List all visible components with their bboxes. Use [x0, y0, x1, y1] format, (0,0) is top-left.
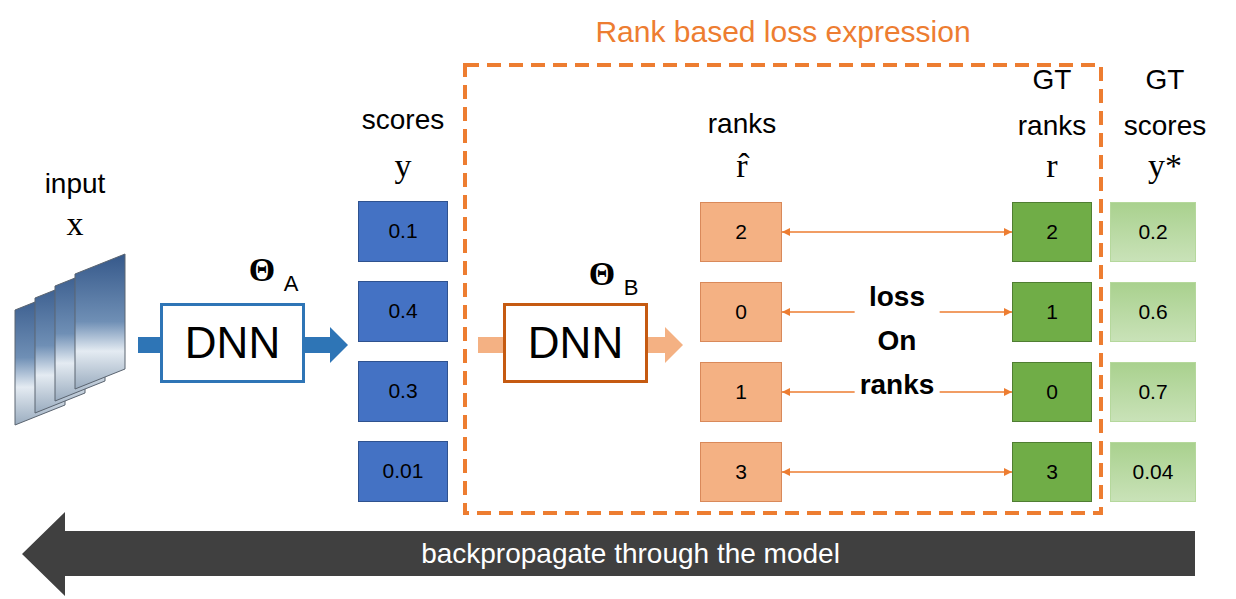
math-symbol: x	[67, 204, 84, 243]
input-image	[75, 254, 125, 389]
dashed-outline	[463, 63, 1103, 515]
rank-value: 1	[735, 380, 747, 404]
rank-box: 2	[700, 202, 782, 262]
column-header: GT ranks	[1018, 57, 1086, 149]
score-value: 0.04	[1133, 460, 1174, 484]
network-name: DNN	[185, 318, 280, 369]
column-header: GT scores	[1124, 57, 1206, 149]
parameter-subscript: B	[624, 275, 639, 300]
backprop-arrow: backpropagate through the model	[20, 512, 1196, 596]
input-label: input	[45, 168, 106, 200]
rank-value: 2	[1046, 220, 1058, 244]
gt-rank-box: 3	[1012, 442, 1092, 502]
gt-rank-box: 1	[1012, 282, 1092, 342]
math-symbol: y	[395, 146, 412, 185]
score-value: 0.7	[1138, 380, 1167, 404]
gt-score-box: 0.2	[1110, 202, 1196, 262]
loss-connector	[782, 471, 1012, 473]
rank-box: 0	[700, 282, 782, 342]
output-arrow	[648, 327, 683, 363]
input-arrow	[138, 337, 160, 353]
loss-region: Rank based loss expressionDNN20132103	[463, 63, 1103, 515]
score-box: 0.3	[358, 361, 448, 422]
loss-label: loss On ranks	[855, 275, 940, 407]
gt-rank-box: 0	[1012, 362, 1092, 422]
math-symbol: r	[1046, 146, 1057, 185]
column-header: scores	[362, 104, 444, 136]
score-value: 0.1	[388, 219, 417, 243]
rank-value: 0	[735, 300, 747, 324]
network-box: DNN	[160, 303, 305, 383]
loss-connector	[782, 231, 1012, 233]
score-value: 0.6	[1138, 300, 1167, 324]
rank-box: 1	[700, 362, 782, 422]
arrow-body	[22, 512, 1195, 596]
arrow-text: backpropagate through the model	[376, 538, 840, 570]
rank-value: 2	[735, 220, 747, 244]
score-box: 0.01	[358, 441, 448, 502]
parameter-subscript: A	[284, 271, 299, 296]
gt-score-box: 0.04	[1110, 442, 1196, 502]
score-value: 0.2	[1138, 220, 1167, 244]
math-symbol: r̂	[736, 146, 747, 185]
score-box: 0.1	[358, 201, 448, 262]
gt-rank-box: 2	[1012, 202, 1092, 262]
output-arrow	[305, 327, 348, 363]
dashed-border	[465, 65, 1101, 513]
score-box: 0.4	[358, 281, 448, 342]
input-image-stack	[15, 254, 125, 425]
column-header: ranks	[708, 108, 776, 140]
gt-score-box: 0.6	[1110, 282, 1196, 342]
rank-value: 1	[1046, 300, 1058, 324]
rank-value: 3	[735, 460, 747, 484]
score-value: 0.4	[388, 299, 417, 323]
network-name: DNN	[528, 318, 623, 369]
parameter-symbol: Θ	[589, 254, 615, 293]
region-heading: Rank based loss expression	[463, 15, 1103, 50]
gt-score-box: 0.7	[1110, 362, 1196, 422]
input-arrow	[478, 337, 503, 353]
network-box: DNN	[503, 303, 648, 383]
math-symbol: y*	[1148, 146, 1182, 185]
parameter-symbol: Θ	[249, 250, 275, 289]
score-value: 0.3	[388, 379, 417, 403]
score-value: 0.01	[383, 459, 424, 483]
rank-box: 3	[700, 442, 782, 502]
rank-value: 3	[1046, 460, 1058, 484]
rank-value: 0	[1046, 380, 1058, 404]
